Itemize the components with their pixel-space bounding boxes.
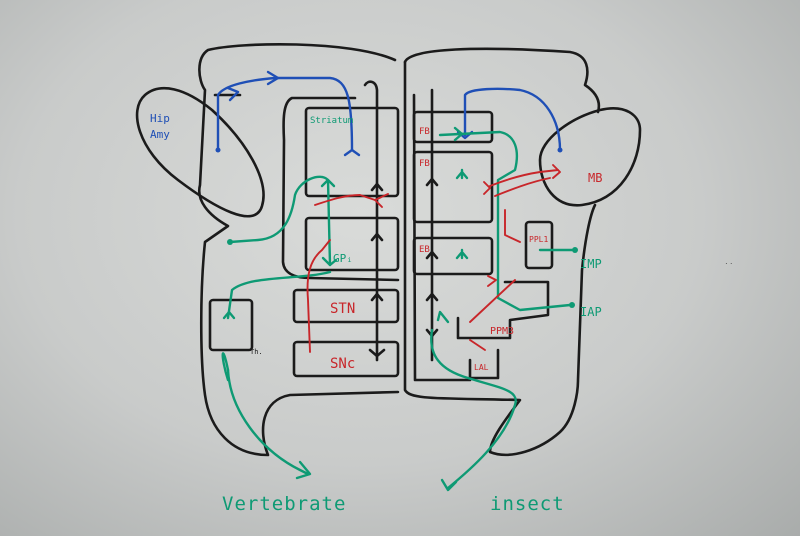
- iap-dot: [569, 302, 575, 308]
- imp-dot: [572, 247, 578, 253]
- ppl1-box: [524, 220, 554, 270]
- iap-label: IAP: [580, 305, 602, 319]
- stn-label: STN: [330, 301, 355, 317]
- fb-mid-label: FB: [419, 159, 430, 169]
- fb-top-label: FB: [419, 127, 430, 137]
- insect-central-complex: [412, 93, 554, 382]
- mb-label: MB: [588, 171, 602, 185]
- insect-green-projections: [430, 126, 578, 492]
- insect-red-projections: [469, 164, 561, 351]
- thalamus-label: Th.: [250, 348, 263, 356]
- imp-label: IMP: [580, 257, 602, 271]
- ppm3-box: [456, 280, 550, 340]
- lal-box: [468, 348, 500, 380]
- fb-mid-box: [412, 150, 494, 224]
- green-dot: [227, 239, 233, 245]
- vertebrate-brain-outline: [197, 42, 400, 457]
- striatum-label: Striatum: [310, 116, 353, 126]
- eb-box: [412, 236, 494, 276]
- snc-label: SNc: [330, 356, 355, 372]
- fb-top-box: [412, 110, 494, 144]
- vertebrate-black-projections: [363, 80, 386, 362]
- lal-label: LAL: [474, 363, 489, 372]
- vertebrate-red-projection: [306, 193, 389, 353]
- stray-marks: · ·: [725, 259, 733, 268]
- snc-box: [292, 340, 400, 378]
- blue-dot-mb: [557, 147, 563, 153]
- eb-label: EB: [419, 245, 430, 255]
- blue-dot: [215, 147, 221, 153]
- stn-box: [292, 288, 400, 324]
- ppm3-label: PPM3: [490, 326, 514, 337]
- ppl1-label: PPL1: [529, 235, 548, 244]
- hip-amy-region: [135, 86, 265, 218]
- vertebrate-blue-projection: [215, 70, 361, 157]
- vertebrate-green-projections: [221, 175, 338, 480]
- gp-label: GPᵢ: [333, 252, 353, 265]
- thalamus-box: [208, 298, 254, 352]
- amy-label: Amy: [150, 128, 170, 141]
- gp-box: [304, 216, 400, 272]
- mb-region: [538, 107, 642, 207]
- insect-brain-outline: [403, 47, 601, 457]
- hip-label: Hip: [150, 112, 170, 125]
- insect-caption: insect: [490, 493, 565, 515]
- vertebrate-caption: Vertebrate: [222, 493, 346, 515]
